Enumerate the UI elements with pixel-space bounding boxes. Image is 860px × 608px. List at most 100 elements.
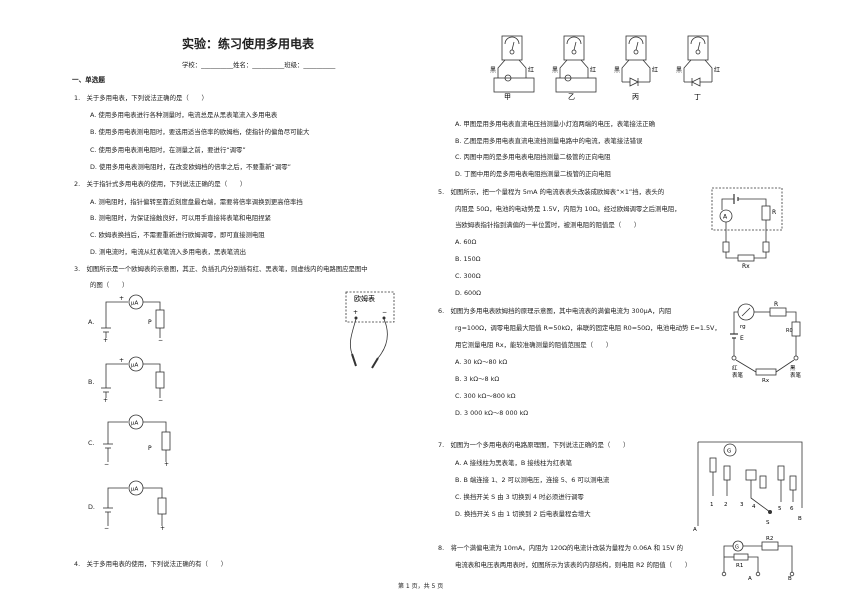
red-probe-label: 红 xyxy=(590,66,596,74)
black-probe-label: 黑 xyxy=(552,67,558,74)
figure-label-ding: 丁 xyxy=(694,93,701,101)
q3-stem-line1: 3. 如图所示是一个欧姆表的示意图，其正、负插孔内分别插有红、黑表笔，则虚线内的… xyxy=(74,265,368,273)
svg-text:−: − xyxy=(104,525,109,532)
svg-text:6: 6 xyxy=(790,506,794,512)
svg-text:−: − xyxy=(158,337,163,344)
ohmmeter-label: 欧姆表 xyxy=(354,294,375,303)
red-probe-label: 红 xyxy=(652,66,658,74)
svg-text:+: + xyxy=(353,309,358,316)
black-probe-label: 黑 xyxy=(490,67,496,74)
q8-stem-line2: 电流表和电压表两用表时，如图所示为该表的内部结构，则电阻 R2 的阻值（ ） xyxy=(455,561,692,569)
q4-stem: 4. 关于多用电表的使用，下列说法正确的有（ ） xyxy=(74,560,228,568)
svg-text:1: 1 xyxy=(710,502,714,508)
q3-circuit-c: μA P − + xyxy=(103,414,171,468)
q6-option-b: B. 3 kΩ～8 kΩ xyxy=(455,375,500,383)
q5-option-b: B. 150Ω xyxy=(455,255,481,263)
q2-stem: 2. 关于指针式多用电表的使用，下列说法正确的是（ ） xyxy=(74,180,247,188)
q6-stem-line3: 用它测量电阻 Rx，能较准确测量的阻值范围是（ ） xyxy=(455,341,613,349)
q3-option-c: C. xyxy=(88,439,95,447)
svg-text:−: − xyxy=(382,309,387,316)
svg-text:+: + xyxy=(103,397,108,404)
q4-option-a: A. 甲图是用多用电表直流电压挡测量小灯泡两端的电压，表笔接法正确 xyxy=(455,120,656,128)
microammeter-label: μA xyxy=(131,363,138,369)
q8-stem-line1: 8. 将一个满偏电流为 10mA，内阻为 120Ω的电流计改装为量程为 0.06… xyxy=(438,544,683,552)
svg-text:Rx: Rx xyxy=(762,378,770,382)
svg-text:A: A xyxy=(723,214,728,221)
svg-text:3: 3 xyxy=(740,502,744,508)
q6-stem-line2: rg=100Ω，调零电阻最大阻值 R=50kΩ，串联的固定电阻 R0=50Ω，电… xyxy=(455,324,721,332)
svg-text:G: G xyxy=(727,449,731,455)
black-probe-label: 黑 xyxy=(676,67,682,74)
svg-text:A: A xyxy=(693,527,697,532)
red-probe-label: 红 xyxy=(714,66,720,74)
svg-text:5: 5 xyxy=(778,506,782,512)
svg-text:−: − xyxy=(104,461,109,468)
q7-option-b: B. B 端连接 1、2 可以测电压，连接 5、6 可以测电流 xyxy=(455,476,610,484)
q7-option-d: D. 换挡开关 S 由 1 切换到 2 后电表量程会增大 xyxy=(455,510,591,518)
q7-stem: 7. 如图为一个多用电表的电路原理图，下列说法正确的是（ ） xyxy=(438,441,630,449)
page-footer: 第 1 页，共 5 页 xyxy=(398,583,444,590)
svg-text:R: R xyxy=(774,301,778,308)
microammeter-label: μA xyxy=(131,421,138,427)
q3-circuit-d: μA − + xyxy=(103,480,167,532)
q2-option-b: B. 测电阻时，为保证接触良好，可以用手直接将表笔和电阻捏紧 xyxy=(90,214,271,222)
svg-text:+: + xyxy=(119,357,124,364)
q7-option-c: C. 换挡开关 S 由 3 切换到 4 时必须进行调零 xyxy=(455,493,584,501)
q3-stem-line2: 的图（ ） xyxy=(90,281,129,289)
q1-option-b: B. 使用多用电表测电阻时，要选用适当倍率的欧姆档，使指针的偏角尽可能大 xyxy=(90,128,310,136)
q5-stem-line1: 5. 如图所示，把一个量程为 5mA 的电流表表头改装成欧姆表“×1”挡，表头的 xyxy=(438,188,665,196)
figure-label-jia: 甲 xyxy=(504,93,511,101)
q4-option-c: C. 丙图中用的是多用电表电阻挡测量二极管的正向电阻 xyxy=(455,153,611,161)
figure-label-yi: 乙 xyxy=(568,93,575,101)
svg-text:A: A xyxy=(748,576,752,580)
svg-text:S: S xyxy=(766,520,770,526)
q7-circuit-figure: G 1 2 3 4 5 6 S A B xyxy=(693,441,803,532)
q6-circuit-figure: rg R R0 E 红表笔 黑表笔 Rx xyxy=(730,301,802,382)
q3-option-d: D. xyxy=(88,503,95,511)
q1-option-a: A. 使用多用电表进行各种测量时，电流总是从黑表笔流入多用电表 xyxy=(90,111,278,119)
svg-text:R2: R2 xyxy=(766,536,773,542)
svg-text:R1: R1 xyxy=(736,563,743,569)
svg-text:红: 红 xyxy=(732,364,738,372)
red-probe-label: 红 xyxy=(528,66,534,74)
svg-text:P: P xyxy=(148,319,152,326)
q5-stem-line2: 内阻是 50Ω，电池的电动势是 1.5V，内阻为 10Ω。经过欧姆调零之后测电阻… xyxy=(455,205,681,213)
q3-option-a: A. xyxy=(88,318,95,326)
svg-text:R0: R0 xyxy=(786,328,793,334)
q7-option-a: A. A 接线柱为黑表笔，B 接线柱为红表笔 xyxy=(455,459,572,467)
svg-text:+: + xyxy=(119,295,124,302)
q5-circuit-figure: A R Rx xyxy=(711,187,783,268)
svg-text:Rx: Rx xyxy=(742,263,750,268)
q6-stem-line1: 6. 如图为多用电表欧姆挡的原理示意图，其中电流表的满偏电流为 300μA，内阻 xyxy=(438,307,672,315)
svg-text:4: 4 xyxy=(752,504,756,510)
svg-text:表笔: 表笔 xyxy=(790,371,802,379)
svg-text:黑: 黑 xyxy=(790,365,796,372)
q3-ohmmeter-figure: 欧姆表 + − xyxy=(345,291,395,369)
black-probe-label: 黑 xyxy=(614,67,620,74)
svg-text:+: + xyxy=(164,461,169,468)
q1-option-d: D. 使用多用电表测电阻时，在改变欧姆档的倍率之后，不要重新“调零” xyxy=(90,163,291,171)
q5-option-c: C. 300Ω xyxy=(455,272,481,280)
svg-text:rg: rg xyxy=(740,324,746,330)
q3-option-b: B. xyxy=(88,378,95,386)
svg-text:−: − xyxy=(158,397,163,404)
svg-text:G: G xyxy=(735,545,739,551)
q2-option-c: C. 欧姆表换挡后，不需要重新进行欧姆调零，即可直接测电阻 xyxy=(90,231,265,239)
svg-text:表笔: 表笔 xyxy=(732,371,744,379)
svg-text:E: E xyxy=(740,335,744,342)
svg-text:+: + xyxy=(103,337,108,344)
svg-text:P: P xyxy=(148,445,152,452)
q3-circuit-b: μA + + − xyxy=(101,356,165,404)
svg-text:B: B xyxy=(798,516,802,522)
q6-option-d: D. 3 000 kΩ～8 000 kΩ xyxy=(455,409,529,417)
q2-option-d: D. 测电流时，电流从红表笔流入多用电表，黑表笔流出 xyxy=(90,248,246,256)
q4-option-b: B. 乙图是用多用电表直流电流挡测量电路中的电流，表笔接法错误 xyxy=(455,137,643,145)
svg-text:2: 2 xyxy=(724,502,728,508)
microammeter-label: μA xyxy=(131,301,138,307)
microammeter-label: μA xyxy=(131,487,138,493)
figure-label-bing: 丙 xyxy=(632,93,639,101)
svg-text:+: + xyxy=(160,525,165,532)
q6-option-a: A. 30 kΩ～80 kΩ xyxy=(455,358,508,366)
q2-option-a: A. 测电阻时，指针偏转至靠近刻度盘最右端，需要将倍率调换到更高倍率挡 xyxy=(90,198,303,206)
